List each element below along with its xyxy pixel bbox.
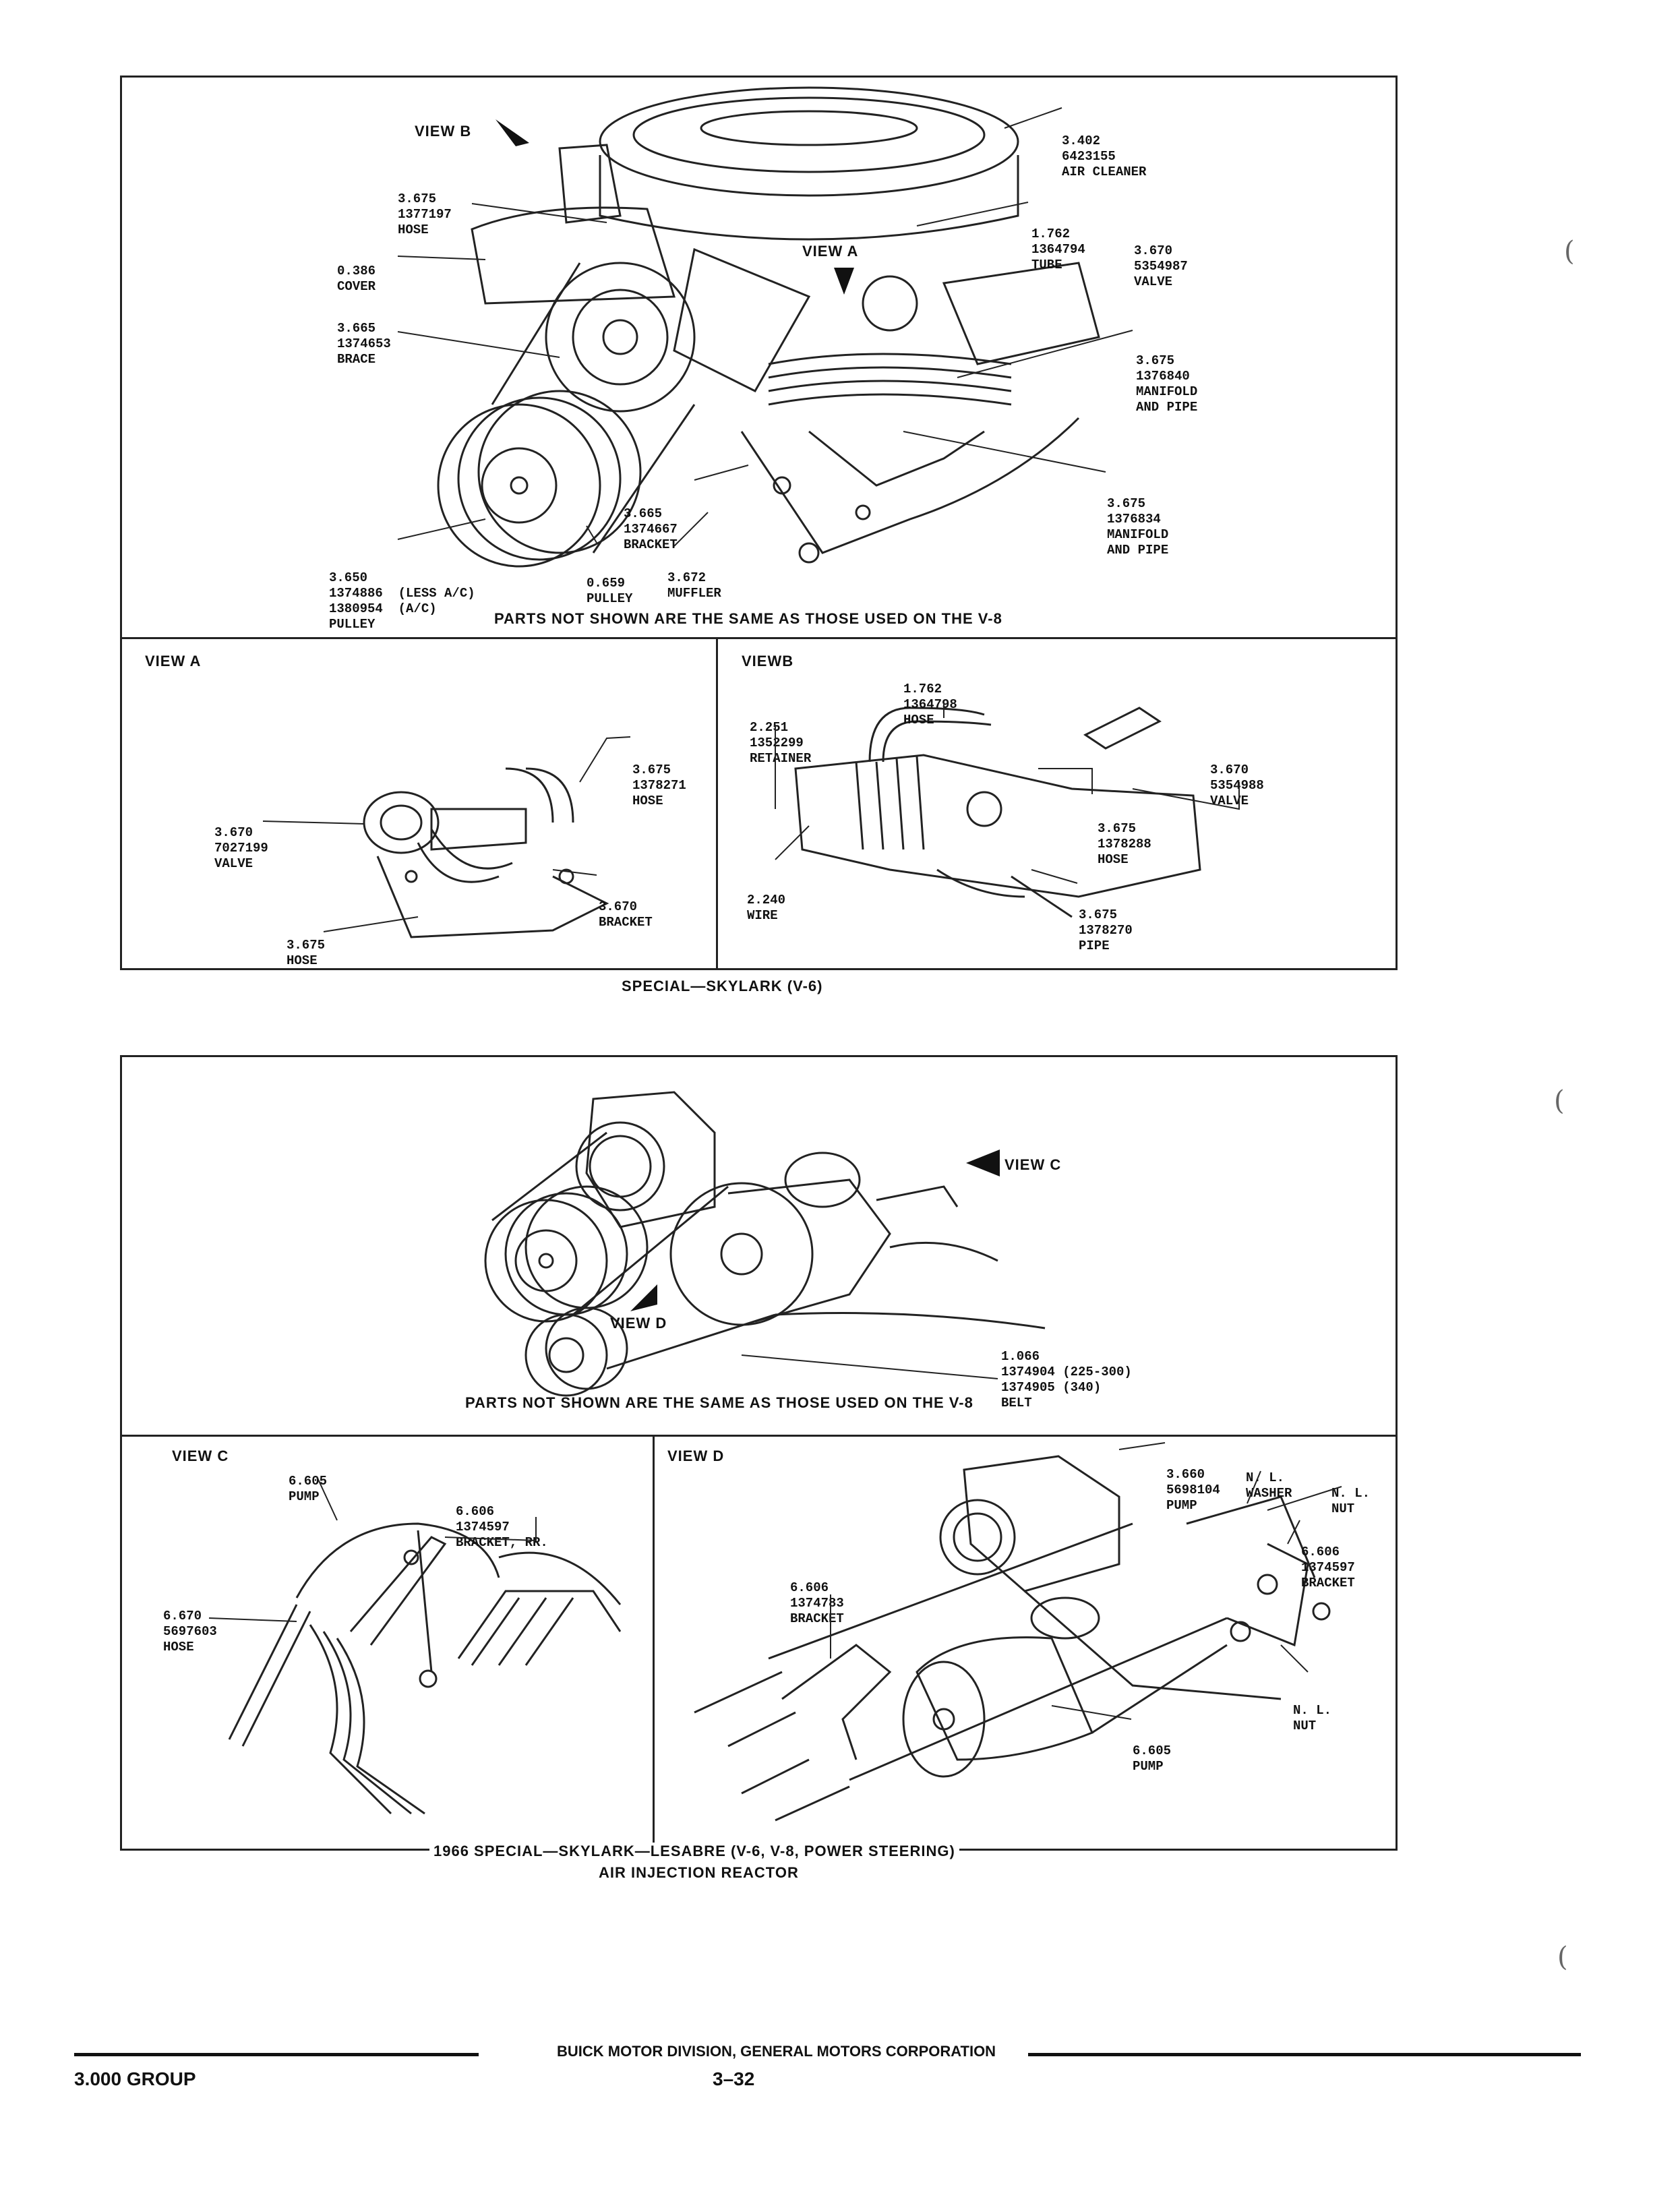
footer-rule-left: [74, 2053, 479, 2056]
section2-caption-2: AIR INJECTION REACTOR: [599, 1864, 799, 1881]
view-c-arrow-icon: [966, 1149, 1000, 1176]
view-d-arrow-icon: [630, 1284, 657, 1311]
view-d-title: VIEW D: [667, 1447, 725, 1464]
view-d-callout-nut-bottom: N. L.NUT: [1293, 1703, 1332, 1733]
section1-vdivider: [716, 637, 718, 970]
engine-illustration-lower: [472, 1072, 1045, 1402]
footer-corporation: BUICK MOTOR DIVISION, GENERAL MOTORS COR…: [557, 2043, 996, 2060]
margin-mark-2: (: [1554, 1085, 1565, 1116]
section1-caption: SPECIAL—SKYLARK (V-6): [622, 978, 823, 994]
view-b-arrow-icon: [496, 119, 529, 146]
view-d-callout-nut-top: N. L.NUT: [1331, 1486, 1371, 1516]
engine-illustration-top: [337, 81, 1112, 593]
view-a-leader-lines: [0, 674, 715, 971]
section1-frame: [120, 76, 1398, 970]
view-c-title: VIEW C: [172, 1447, 229, 1464]
section1-divider: [120, 637, 1398, 639]
leader-lines-top: [0, 0, 1680, 674]
leader-line-belt: [674, 1342, 1011, 1409]
view-b-title: VIEWB: [742, 653, 794, 669]
view-b-leader-lines: [715, 647, 1396, 971]
view-d-callout-washer: N. L.WASHER: [1246, 1470, 1292, 1501]
view-d-arrow-label: VIEW D: [610, 1315, 667, 1332]
section2-caption-1: 1966 SPECIAL—SKYLARK—LESABRE (V-6, V-8, …: [429, 1843, 959, 1860]
top-caption: PARTS NOT SHOWN ARE THE SAME AS THOSE US…: [494, 610, 1002, 627]
section2-divider: [120, 1435, 1398, 1437]
footer-group: 3.000 GROUP: [74, 2068, 196, 2089]
view-d-leader-lines: [653, 1436, 1398, 1851]
view-a-title: VIEW A: [145, 653, 202, 669]
footer-page-number: 3–32: [713, 2068, 755, 2089]
margin-mark-1: (: [1564, 236, 1575, 267]
view-d-illustration: [674, 1443, 1389, 1841]
view-a-arrow-icon: [834, 268, 854, 295]
lower-caption: PARTS NOT SHOWN ARE THE SAME AS THOSE US…: [465, 1394, 973, 1411]
margin-mark-3: (: [1557, 1942, 1568, 1973]
view-a-arrow-label: VIEW A: [802, 243, 859, 260]
view-c-leader-lines: [0, 1443, 653, 1712]
section2-vdivider: [653, 1435, 655, 1851]
view-c-arrow-label: VIEW C: [1004, 1156, 1062, 1173]
view-b-arrow-label: VIEW B: [415, 123, 472, 140]
view-a-illustration: [351, 742, 647, 944]
footer-rule-right: [1028, 2053, 1581, 2056]
view-c-illustration: [216, 1497, 634, 1820]
view-b-illustration: [789, 694, 1261, 944]
